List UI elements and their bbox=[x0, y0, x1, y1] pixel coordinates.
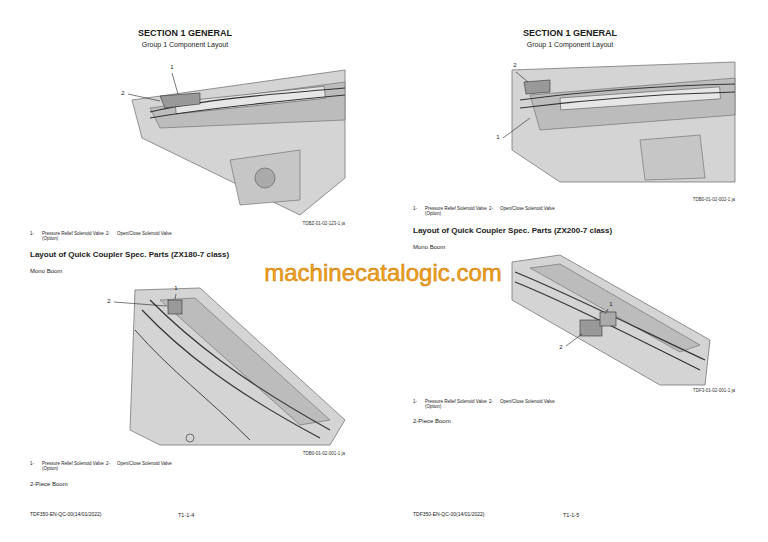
group-heading: Group 1 Component Layout bbox=[142, 41, 228, 49]
figure-code: TDB0-01-02-002-1 ja bbox=[693, 197, 735, 202]
callout-number: 1 bbox=[496, 134, 499, 141]
page-number: T1-1-5 bbox=[563, 512, 579, 518]
callout-number: 2 bbox=[107, 298, 110, 305]
section-title: Layout of Quick Coupler Spec. Parts (ZX1… bbox=[30, 250, 229, 259]
legend-number: 1- bbox=[30, 231, 34, 236]
page-number: T1-1-4 bbox=[178, 512, 194, 518]
boom-illustration bbox=[512, 255, 710, 385]
group-heading: Group 1 Component Layout bbox=[527, 41, 613, 49]
legend-text: Open/Close Solenoid Valve bbox=[500, 399, 555, 404]
callout-number: 2 bbox=[559, 344, 562, 351]
figure-code: TDB0-01-02-001-1 ja bbox=[303, 451, 345, 456]
footer-code: TDF350-EN-QC-00(14/01/2022) bbox=[30, 512, 101, 518]
watermark: machinecatalogic.com bbox=[264, 259, 501, 287]
subsection-title: Mono Boom bbox=[30, 268, 62, 275]
legend-text: Pressure Relief Solenoid Valve (Option) bbox=[42, 461, 104, 471]
footer-code: TDF350-EN-QC-00(14/01/2022) bbox=[413, 512, 484, 518]
boom-illustration bbox=[503, 62, 735, 182]
legend-text: Open/Close Solenoid Valve bbox=[117, 461, 172, 466]
legend-number: 1- bbox=[30, 461, 34, 466]
section-heading: SECTION 1 GENERAL bbox=[138, 28, 232, 38]
boom-illustration bbox=[114, 288, 345, 445]
legend-text: Pressure Relief Solenoid Valve (Option) bbox=[425, 206, 487, 216]
callout-number: 2 bbox=[121, 90, 124, 97]
legend-text: Pressure Relief Solenoid Valve (Option) bbox=[42, 231, 104, 241]
subsection-title: 2-Piece Boom bbox=[30, 481, 68, 488]
legend-number: 2- bbox=[106, 461, 110, 466]
callout-number: 2 bbox=[513, 62, 516, 69]
subsection-title: 2-Piece Boom bbox=[413, 418, 451, 425]
callout-number: 1 bbox=[170, 64, 173, 71]
legend-number: 1- bbox=[413, 206, 417, 211]
legend-number: 2- bbox=[489, 399, 493, 404]
section-heading: SECTION 1 GENERAL bbox=[523, 28, 617, 38]
subsection-title: Mono Boom bbox=[413, 244, 445, 251]
legend-number: 2- bbox=[106, 231, 110, 236]
legend-number: 1- bbox=[413, 399, 417, 404]
callout-number: 1 bbox=[609, 301, 612, 308]
figure-code: TDF3-01-02-001-1 ja bbox=[693, 388, 735, 393]
figure-code: TDBZ-01-02-123-1 ja bbox=[302, 221, 345, 226]
legend-number: 2- bbox=[489, 206, 493, 211]
boom-illustration bbox=[128, 70, 345, 215]
callout-number: 1 bbox=[174, 285, 177, 292]
legend-text: Open/Close Solenoid Valve bbox=[500, 206, 555, 211]
legend-text: Pressure Relief Solenoid Valve (Option) bbox=[425, 399, 487, 409]
legend-text: Open/Close Solenoid Valve bbox=[117, 231, 172, 236]
section-title: Layout of Quick Coupler Spec. Parts (ZX2… bbox=[413, 226, 612, 235]
